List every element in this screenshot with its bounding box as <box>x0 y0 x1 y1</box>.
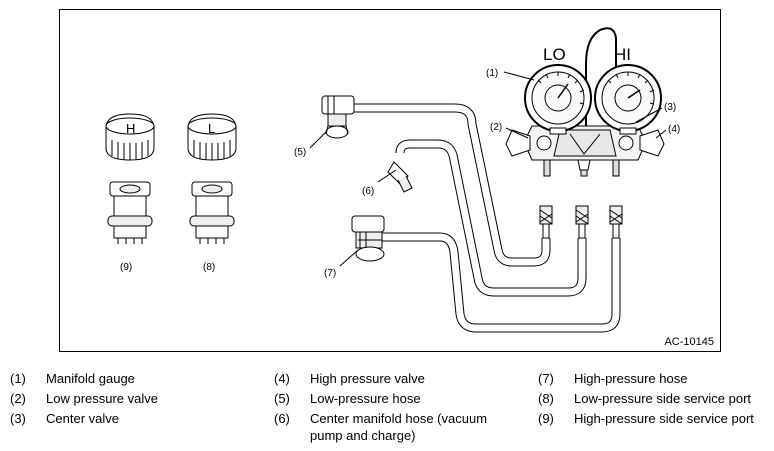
high-side-service-port <box>107 181 153 244</box>
low-pressure-coupler <box>321 95 355 139</box>
callout-2: (2) <box>490 122 502 133</box>
callout-9: (9) <box>120 262 132 273</box>
legend-text: Low pressure valve <box>46 391 158 406</box>
figure-code: AC-10145 <box>664 336 714 348</box>
low-gauge-label: LO <box>543 45 566 64</box>
hanger-hook <box>585 27 617 126</box>
legend-number: (1) <box>10 371 26 386</box>
high-gauge-label: HI <box>614 45 631 64</box>
legend-text: High-pressure side service port <box>574 411 754 426</box>
legend-number: (8) <box>538 391 554 406</box>
low-cap-letter: L <box>208 121 215 136</box>
low-side-service-port <box>189 181 235 244</box>
legend-text: Center valve <box>46 411 119 426</box>
hose-fittings <box>539 159 623 239</box>
legend-text: Center manifold hose (vacuum pump and ch… <box>310 411 488 443</box>
leader-lines <box>309 71 667 267</box>
legend-text: High pressure valve <box>310 371 425 386</box>
low-pressure-hose <box>352 103 551 267</box>
high-side-cap <box>105 113 155 161</box>
diagram-drawing: LO HI H L (1) (2) (3) (4) (5) (6) (7) (8… <box>105 27 680 333</box>
legend-number: (4) <box>274 371 290 386</box>
callout-6: (6) <box>362 186 374 197</box>
high-pressure-gauge <box>594 64 662 135</box>
high-cap-letter: H <box>126 121 135 136</box>
legend-number: (7) <box>538 371 554 386</box>
manifold-gauge-diagram: LO HI H L (1) (2) (3) (4) (5) (6) (7) (8… <box>59 9 721 352</box>
high-pressure-coupler <box>351 215 385 262</box>
manifold-body <box>505 125 665 171</box>
legend-number: (6) <box>274 411 290 426</box>
callout-5: (5) <box>294 147 306 158</box>
legend-text: Low-pressure side service port <box>574 391 752 406</box>
legend-number: (3) <box>10 411 26 426</box>
callout-8: (8) <box>203 262 215 273</box>
legend-text: Low-pressure hose <box>310 391 421 406</box>
legend-number: (5) <box>274 391 290 406</box>
callout-4: (4) <box>668 124 680 135</box>
legend-number: (9) <box>538 411 554 426</box>
legend-number: (2) <box>10 391 26 406</box>
center-hose-fitting <box>387 161 413 193</box>
low-pressure-gauge <box>524 64 592 135</box>
callout-3: (3) <box>664 102 676 113</box>
center-manifold-hose <box>395 139 587 297</box>
callout-1: (1) <box>486 68 498 79</box>
low-side-cap <box>187 113 237 161</box>
legend-text: Manifold gauge <box>46 371 135 386</box>
high-pressure-hose <box>382 232 621 333</box>
callout-7: (7) <box>324 268 336 279</box>
legend-text: High-pressure hose <box>574 371 688 386</box>
